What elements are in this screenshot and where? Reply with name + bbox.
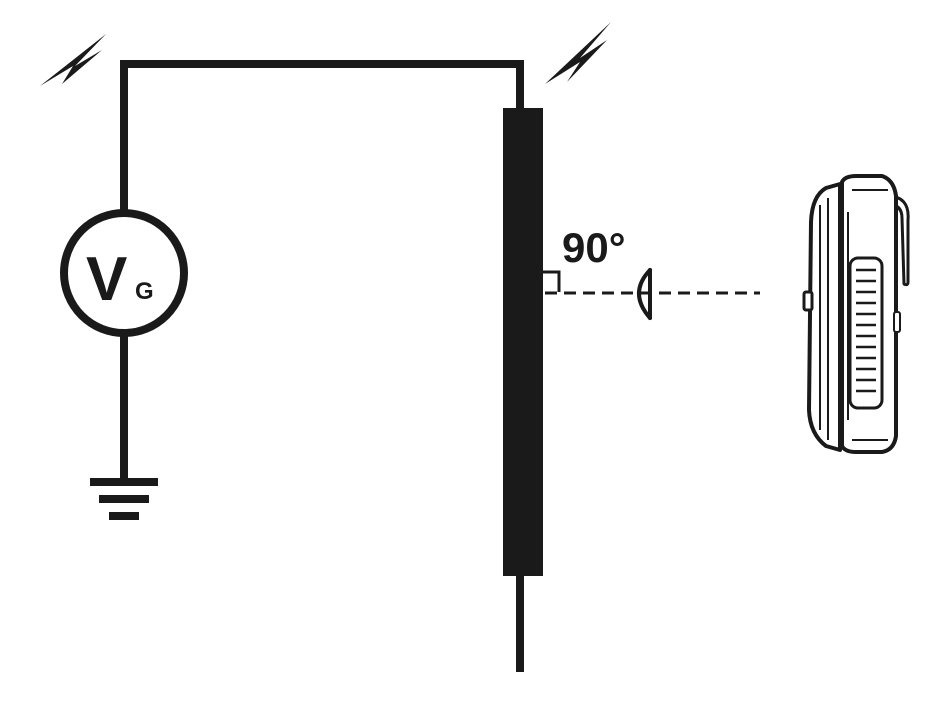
field-meter-device-icon	[802, 174, 910, 454]
lightning-bolt-icon	[545, 22, 611, 84]
voltage-source: V G	[60, 209, 188, 337]
charged-plate	[503, 108, 543, 576]
circuit-wiring	[120, 60, 524, 672]
voltage-source-symbol: V	[86, 245, 127, 314]
device-belt-clip	[886, 194, 910, 287]
ground-symbol-icon	[90, 478, 158, 520]
angle-label: 90°	[562, 224, 626, 271]
sensor-dome-icon	[637, 268, 652, 320]
lightning-bolt-icon	[40, 34, 106, 86]
top-wire	[120, 60, 524, 216]
device-back-shell	[807, 182, 842, 452]
device-grip-pad	[848, 256, 884, 410]
voltage-source-circle	[60, 209, 188, 337]
voltage-source-subscript: G	[135, 278, 154, 305]
right-angle-marker	[543, 270, 561, 292]
device-side-button	[802, 290, 814, 312]
device-grip-ribs	[856, 268, 876, 393]
